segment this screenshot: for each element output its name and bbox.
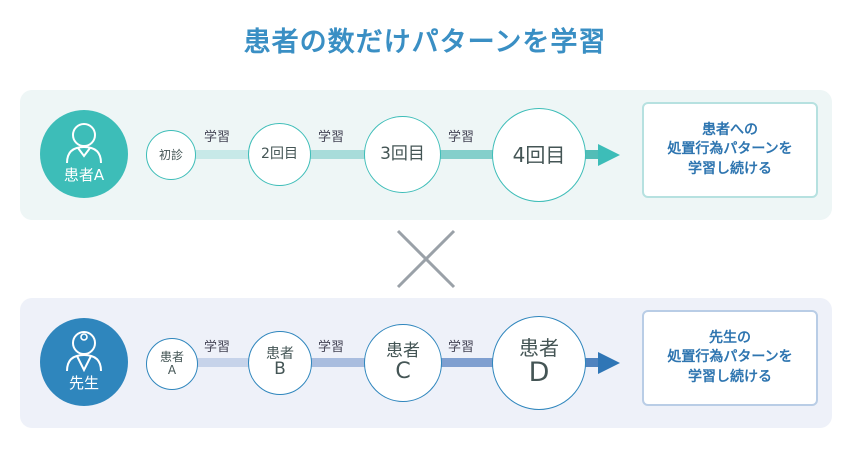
doctor-icon	[66, 331, 102, 372]
step-label-line2: C	[395, 359, 411, 385]
progress-bar-segment	[180, 150, 250, 159]
multiply-icon	[396, 229, 456, 289]
doctor-learning-row: 先生 患者 A 学習 患者 B 学習 患者 C 学習 患者 D 先生の 処置行為…	[20, 298, 832, 428]
progress-bar-segment	[310, 358, 390, 367]
arrow-head-icon	[598, 352, 620, 374]
avatar-label: 先生	[68, 374, 99, 392]
result-line: 学習し続ける	[688, 160, 772, 177]
learn-label: 学習	[448, 130, 475, 145]
step-circle-3: 患者 C	[364, 324, 442, 402]
learn-label: 学習	[448, 340, 475, 355]
patient-avatar: 患者A	[40, 110, 128, 198]
step-circle-1: 初診	[146, 130, 196, 180]
progress-bar-segment	[310, 150, 390, 159]
step-label-line1: 患者	[266, 345, 294, 362]
learn-label: 学習	[204, 130, 231, 145]
step-label-line1: 患者	[519, 336, 559, 361]
result-line: 学習し続ける	[688, 368, 772, 385]
step-label-line1: 患者	[386, 340, 420, 361]
step-label-line2: B	[274, 359, 286, 380]
step-circle-1: 患者 A	[146, 338, 198, 390]
doctor-avatar: 先生	[40, 318, 128, 406]
step-label: 3回目	[380, 143, 425, 164]
step-label: 初診	[158, 147, 183, 162]
patient-icon	[66, 123, 102, 164]
step-label-line1: 患者	[159, 350, 184, 365]
result-line: 先生の	[709, 329, 751, 346]
progress-bar-segment	[180, 358, 260, 367]
step-circle-4: 4回目	[492, 108, 586, 202]
step-circle-3: 3回目	[364, 116, 441, 193]
arrow-head-icon	[598, 144, 620, 166]
result-box: 先生の 処置行為パターンを 学習し続ける	[642, 310, 818, 406]
avatar-label: 患者A	[63, 166, 105, 184]
step-circle-2: 患者 B	[248, 331, 312, 395]
result-box: 患者への 処置行為パターンを 学習し続ける	[642, 102, 818, 198]
result-line: 患者への	[702, 121, 758, 138]
progress-bar-segment	[440, 358, 520, 367]
step-circle-2: 2回目	[248, 123, 311, 186]
result-line: 処置行為パターンを	[667, 349, 793, 366]
step-label: 4回目	[512, 142, 566, 167]
step-circle-4: 患者 D	[492, 316, 586, 410]
learn-label: 学習	[204, 340, 231, 355]
patient-learning-row: 患者A 初診 学習 2回目 学習 3回目 学習 4回目 患者への 処置行為パター…	[20, 90, 832, 220]
step-label-line2: D	[528, 357, 550, 389]
progress-bar-segment	[440, 150, 520, 159]
learn-label: 学習	[318, 340, 345, 355]
result-line: 処置行為パターンを	[667, 141, 793, 158]
step-label: 2回目	[261, 146, 298, 163]
learn-label: 学習	[318, 130, 345, 145]
page-title: 患者の数だけパターンを学習	[243, 27, 607, 58]
step-label-line2: A	[167, 363, 177, 377]
